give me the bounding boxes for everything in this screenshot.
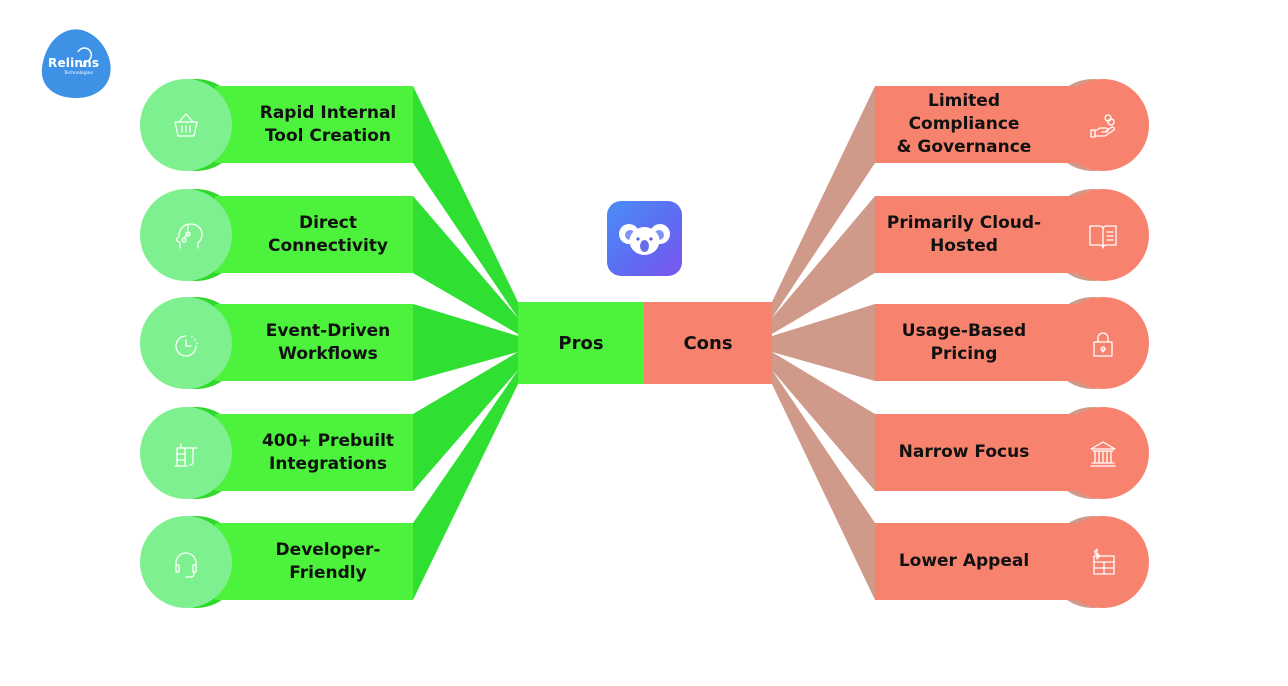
pro-connector-4 bbox=[413, 352, 518, 491]
bank-icon bbox=[1090, 441, 1116, 467]
label-line-1: Direct bbox=[298, 212, 358, 233]
label-line-2: Integrations bbox=[269, 453, 387, 474]
book-icon bbox=[1089, 225, 1117, 249]
label-line-2: Workflows bbox=[278, 343, 378, 364]
logo-tagline: Technologies bbox=[64, 71, 93, 76]
con-item-2: Primarily Cloud-Hosted bbox=[875, 196, 1075, 273]
label-line-2: Tool Creation bbox=[264, 125, 392, 146]
con-item-label: Narrow Focus bbox=[899, 441, 1030, 464]
label-line-2: Hosted bbox=[930, 235, 998, 256]
label-line-1: Developer- bbox=[275, 539, 381, 560]
headset-icon bbox=[175, 552, 197, 578]
pros-header: Pros bbox=[518, 302, 644, 384]
label-line-2: Friendly bbox=[289, 562, 367, 583]
pro-icon-circle bbox=[140, 79, 232, 171]
crane-icon bbox=[174, 443, 198, 467]
con-icon-circle bbox=[1057, 297, 1149, 389]
con-connector-3 bbox=[772, 304, 875, 381]
con-item-1: Limited Compliance & Governance bbox=[875, 86, 1075, 163]
pro-icon-circle bbox=[140, 407, 232, 499]
label-line-2: Connectivity bbox=[267, 235, 389, 256]
cons-header: Cons bbox=[644, 302, 772, 384]
label-line-2: & Governance bbox=[896, 137, 1032, 157]
label-line-1: Primarily Cloud- bbox=[886, 212, 1042, 233]
pricing-table-icon bbox=[1093, 548, 1115, 575]
pro-icon-circle bbox=[140, 297, 232, 389]
con-connector-2 bbox=[772, 196, 875, 334]
con-connector-1 bbox=[772, 86, 875, 318]
koala-app-icon bbox=[607, 201, 682, 276]
con-item-label: Lower Appeal bbox=[899, 550, 1029, 573]
pro-item-5: Developer-Friendly bbox=[215, 523, 413, 600]
pro-item-label: Developer-Friendly bbox=[276, 539, 381, 585]
con-connector-4 bbox=[772, 352, 875, 491]
relinns-logo bbox=[41, 29, 111, 98]
con-item-label: Limited Compliance & Governance bbox=[875, 90, 1053, 159]
con-item-5: Lower Appeal bbox=[875, 523, 1075, 600]
clock-icon bbox=[175, 335, 198, 357]
pro-icon-circle bbox=[140, 189, 232, 281]
con-icon-circle bbox=[1057, 516, 1149, 608]
label-line-2: Pricing bbox=[930, 343, 998, 364]
label-line-1: 400+ Prebuilt bbox=[261, 430, 395, 451]
label-line-1: Narrow Focus bbox=[898, 442, 1030, 462]
con-icon-circle bbox=[1057, 407, 1149, 499]
pro-connector-1 bbox=[413, 86, 518, 318]
con-item-label: Primarily Cloud-Hosted bbox=[887, 212, 1041, 258]
con-item-4: Narrow Focus bbox=[875, 414, 1075, 491]
label-line-1: Limited Compliance bbox=[908, 91, 1020, 134]
pro-connector-3 bbox=[413, 304, 518, 381]
pro-connector-2 bbox=[413, 196, 518, 334]
label-line-1: Rapid Internal bbox=[259, 102, 397, 123]
basket-icon bbox=[174, 113, 198, 137]
lock-icon bbox=[1093, 332, 1113, 357]
pro-icon-circle bbox=[140, 516, 232, 608]
label-line-1: Lower Appeal bbox=[898, 551, 1030, 571]
con-icon-circle bbox=[1057, 189, 1149, 281]
label-line-1: Usage-Based bbox=[901, 320, 1027, 341]
con-icon-circle bbox=[1057, 79, 1149, 171]
head-circuit-icon bbox=[175, 223, 203, 249]
logo-text: Relinns bbox=[48, 56, 100, 70]
pro-connector-5 bbox=[413, 370, 518, 600]
con-connector-5 bbox=[772, 370, 875, 600]
hand-coins-icon bbox=[1090, 114, 1115, 138]
label-line-1: Event-Driven bbox=[265, 320, 391, 341]
